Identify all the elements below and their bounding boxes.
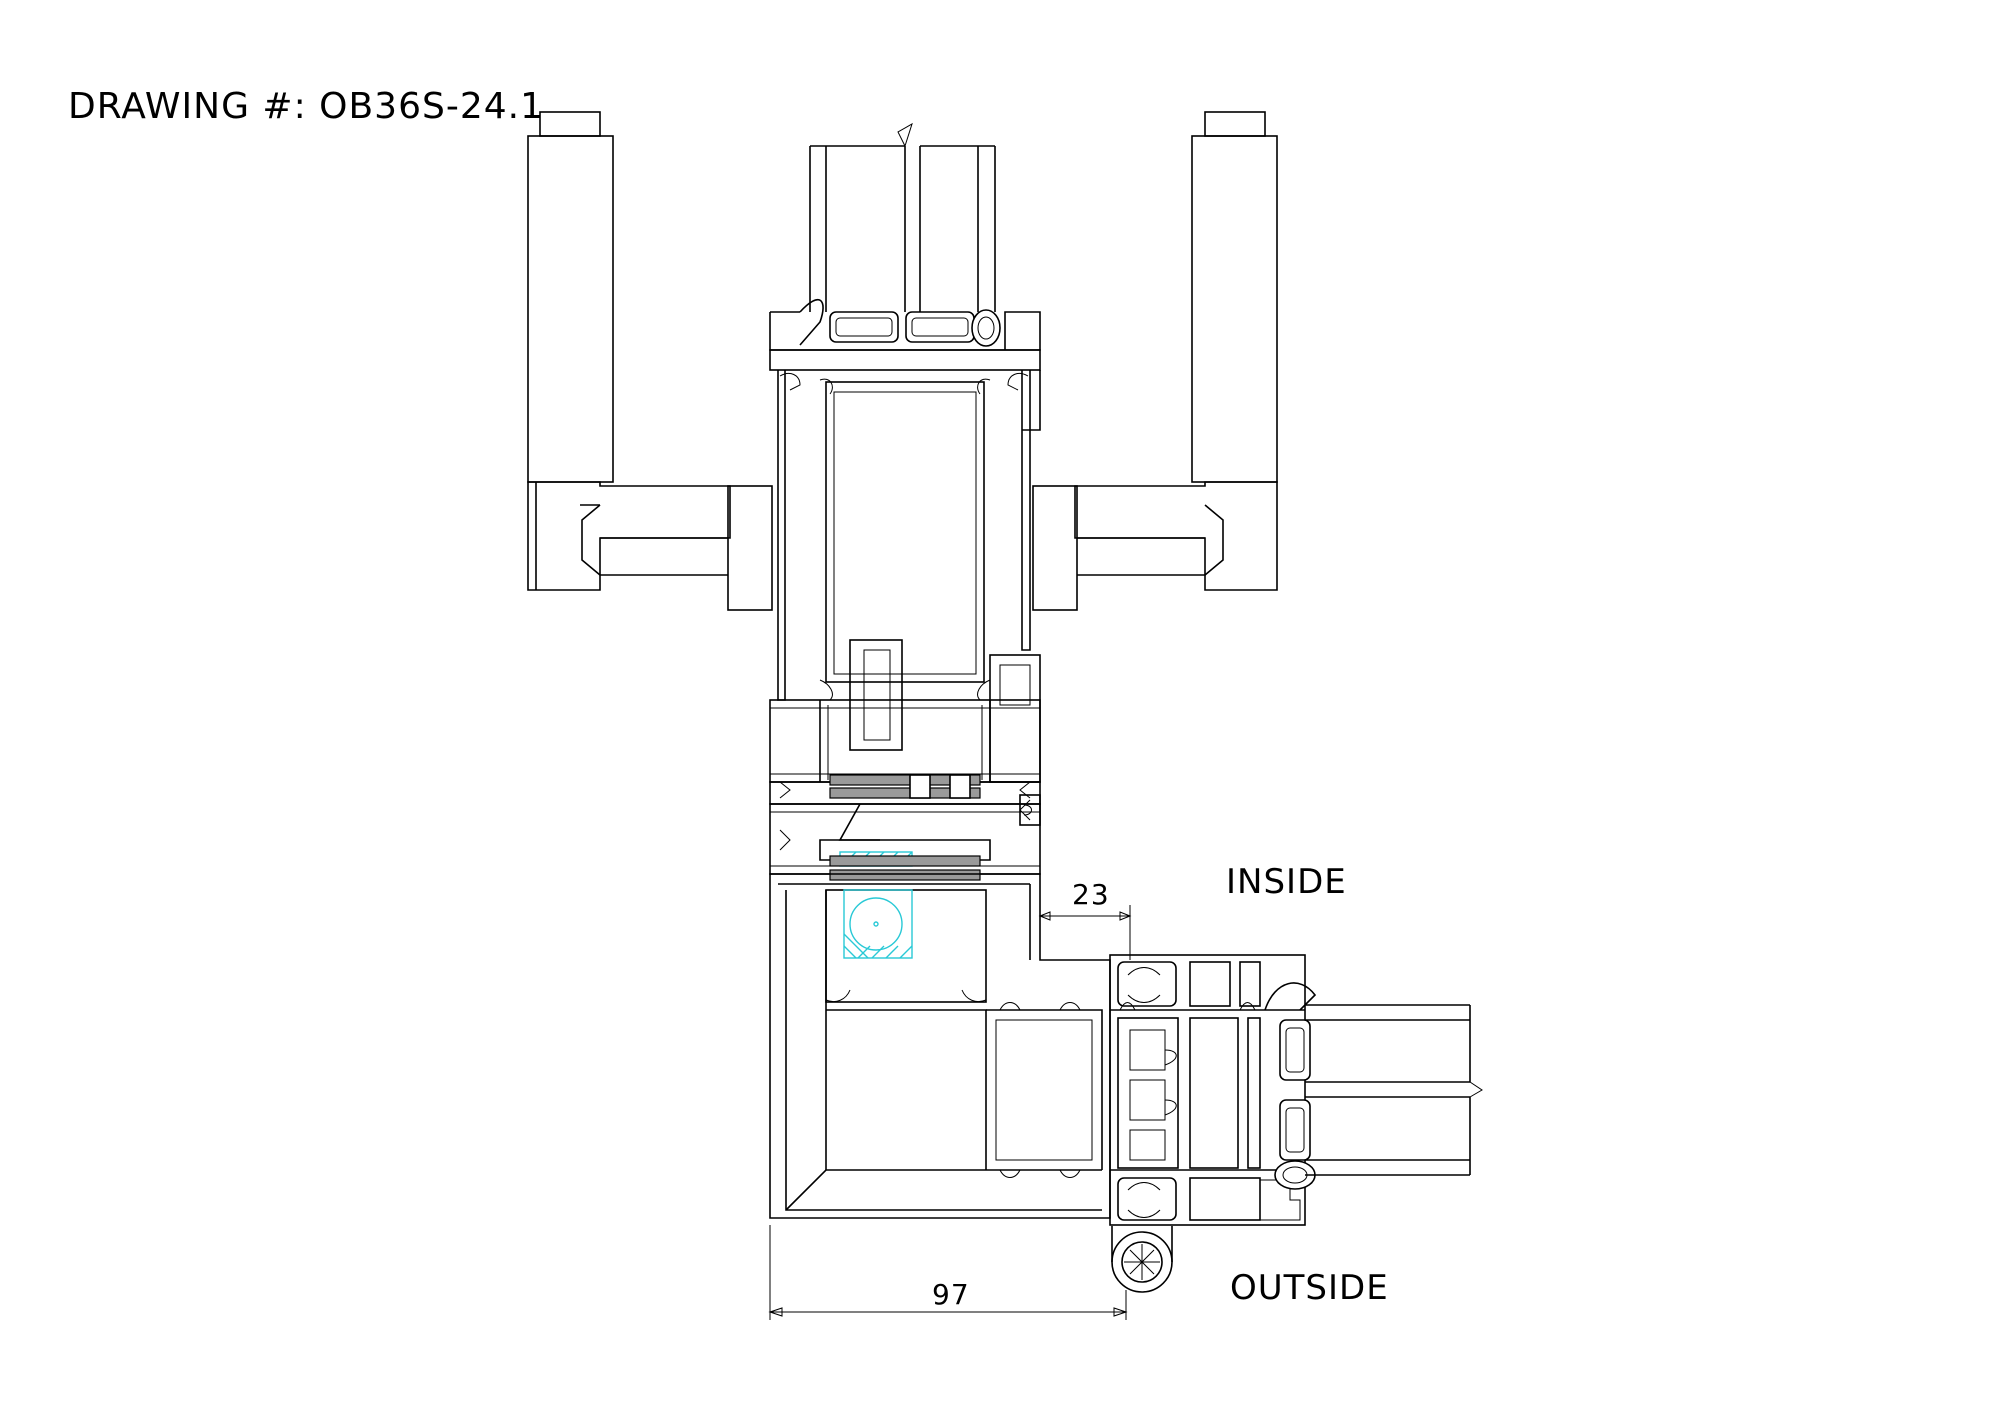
right-handle (1032, 111, 1278, 611)
top-gaskets (799, 299, 1001, 347)
lower-gaskets (1264, 982, 1317, 1190)
outside-label: OUTSIDE (1230, 1268, 1389, 1308)
left-handle (527, 111, 773, 611)
dimension-depth (768, 1225, 1128, 1320)
middle-frame (769, 654, 1041, 805)
upper-glass (809, 122, 996, 312)
dimension-gap (1038, 905, 1132, 960)
lower-glass (1305, 1004, 1483, 1176)
transom (769, 794, 1041, 881)
dimension-gap-label: 23 (1072, 878, 1110, 911)
lower-frame (769, 873, 1111, 1219)
dimension-depth-label: 97 (932, 1278, 970, 1311)
bottom-roller (1111, 1226, 1173, 1293)
highlighted-gasket (843, 889, 913, 959)
door-sash (1109, 954, 1306, 1226)
inside-label: INSIDE (1226, 862, 1347, 902)
drawing-title: DRAWING #: OB36S-24.1 (68, 86, 544, 127)
